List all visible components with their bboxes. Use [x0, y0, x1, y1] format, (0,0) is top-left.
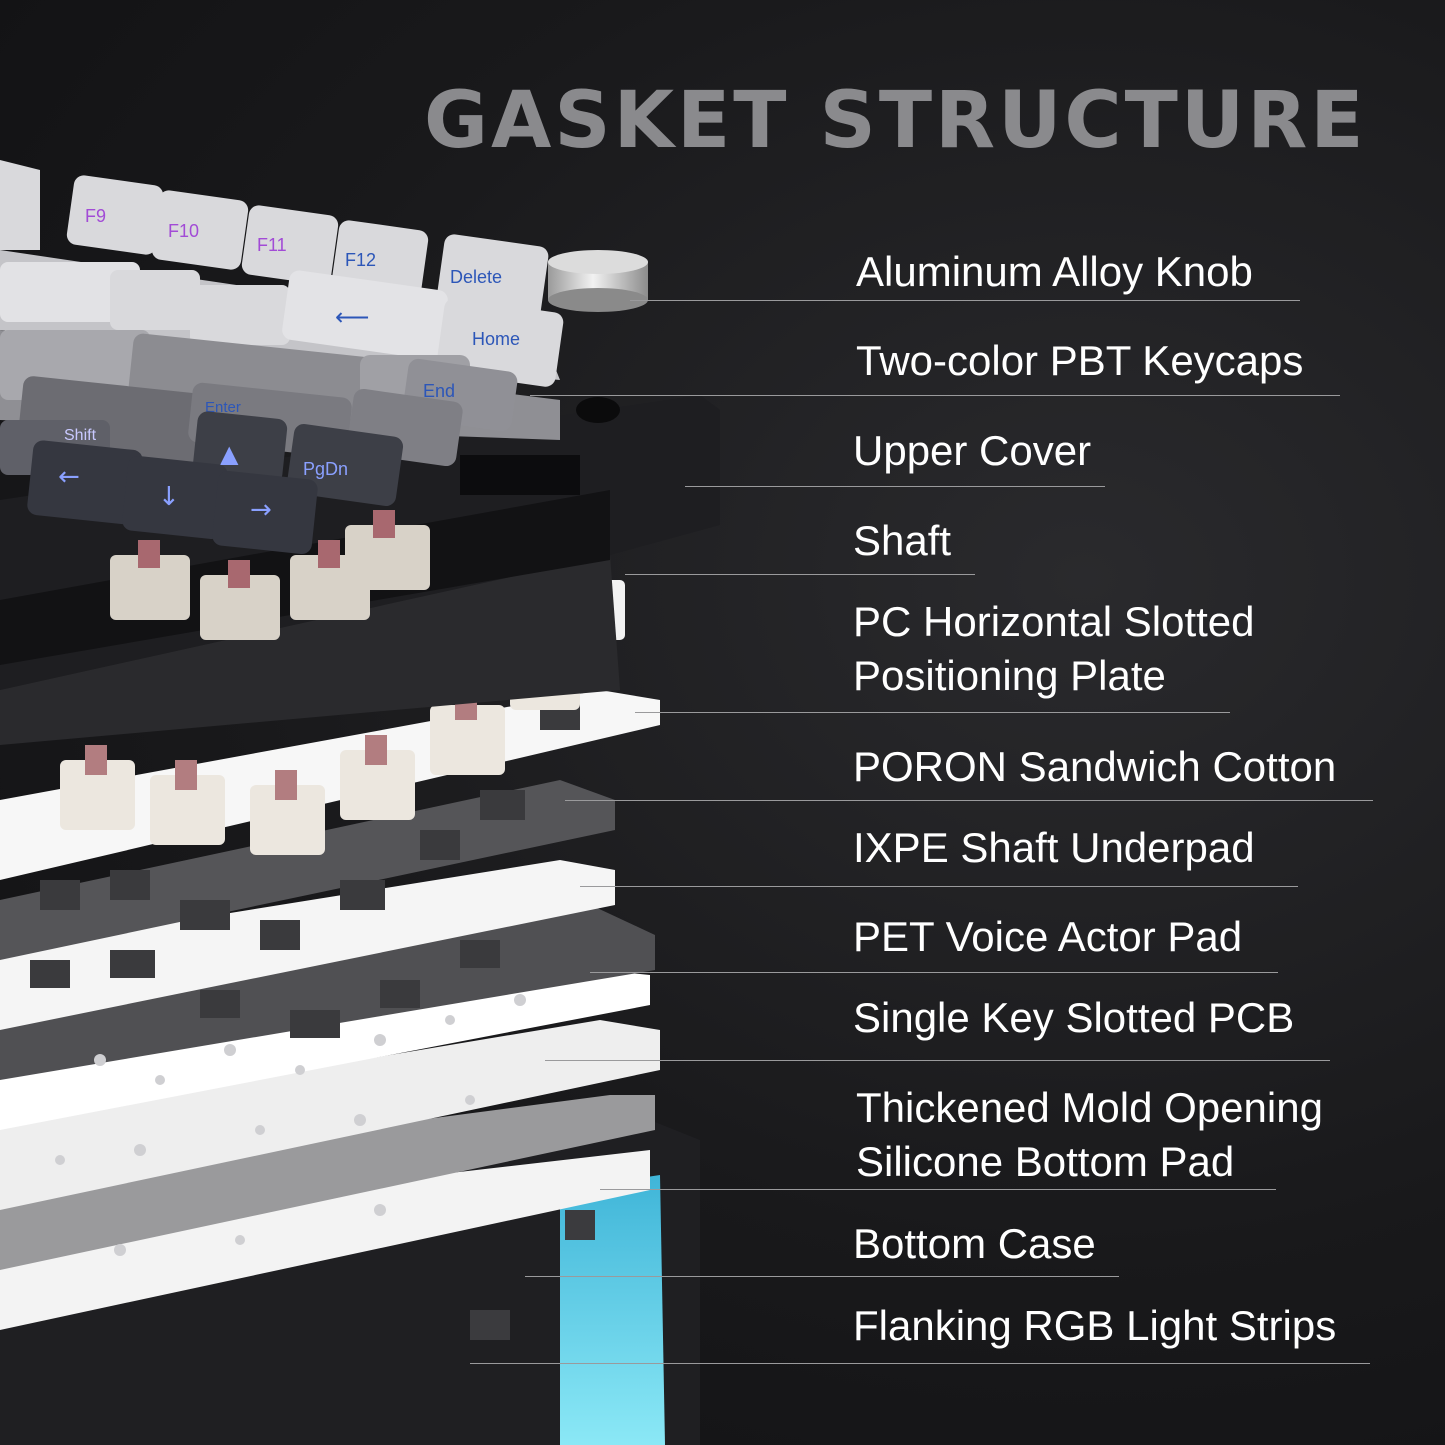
label-text: Silicone Bottom Pad: [856, 1138, 1235, 1185]
leader-line: [545, 1060, 1330, 1061]
label-text: Shaft: [853, 517, 952, 564]
arrow-up-icon: ▲: [220, 440, 239, 468]
leader-line: [625, 574, 975, 575]
keycap-legend: F12: [345, 250, 376, 270]
label-text: PORON Sandwich Cotton: [853, 743, 1337, 790]
upper-switches: [110, 510, 430, 640]
label-text: Single Key Slotted PCB: [853, 994, 1295, 1041]
label-text: Positioning Plate: [853, 652, 1166, 699]
keycap-arrow-left: ←: [27, 440, 143, 525]
plate-holes: [30, 700, 580, 1038]
label-text: Bottom Case: [853, 1220, 1096, 1267]
leader-line: [565, 800, 1373, 801]
label-text: Upper Cover: [853, 427, 1092, 474]
ixpe-pad: [0, 860, 615, 1030]
pcb: [0, 1020, 660, 1210]
keycap-f9: F9: [66, 175, 164, 255]
keycap-legend: Shift: [64, 427, 97, 444]
keycap-legend: F10: [168, 221, 199, 241]
keycap-legend: PgDn: [303, 459, 348, 479]
keycap-arrow-right: →: [212, 470, 318, 555]
arrow-right-icon: →: [250, 495, 272, 525]
rgb-strip: [560, 1175, 665, 1445]
leader-line: [590, 972, 1278, 973]
page-title: GASKET STRUCTURE: [424, 76, 1367, 166]
label-text: PET Voice Actor Pad: [853, 913, 1243, 960]
label-text: Two-color PBT Keycaps: [856, 337, 1304, 384]
keycap-delete: Delete: [436, 234, 549, 321]
label-poron-sandwich-cotton: PORON Sandwich Cotton: [853, 740, 1336, 794]
leader-line: [525, 1276, 1119, 1277]
label-bottom-case: Bottom Case: [853, 1217, 1096, 1271]
label-flanking-rgb-light-strips: Flanking RGB Light Strips: [853, 1299, 1336, 1353]
keycap-legend: End: [423, 381, 455, 401]
keycap-legend: F9: [85, 206, 106, 226]
keycap-f10: F10: [151, 190, 249, 270]
leader-line: [685, 486, 1105, 487]
knob-hole: [576, 397, 620, 423]
keycap-legend: Home: [472, 329, 520, 349]
label-text: Thickened Mold Opening: [856, 1084, 1323, 1131]
pcb-holes: [55, 994, 526, 1256]
label-text: PC Horizontal Slotted: [853, 598, 1255, 645]
keycap-arrow-down: ↓: [122, 455, 228, 540]
keycap-legend: Delete: [450, 267, 502, 287]
leader-line: [530, 395, 1340, 396]
aluminum-knob: [548, 250, 648, 312]
label-pc-positioning-plate: PC Horizontal Slotted Positioning Plate: [853, 595, 1255, 703]
keycap-legend: Enter: [205, 399, 241, 416]
label-ixpe-shaft-underpad: IXPE Shaft Underpad: [853, 821, 1255, 875]
leader-line: [580, 886, 1298, 887]
keycap-f11: F11: [241, 205, 339, 285]
label-shaft: Shaft: [853, 514, 951, 568]
poron-cotton: [0, 780, 615, 960]
label-single-key-slotted-pcb: Single Key Slotted PCB: [853, 991, 1294, 1045]
leader-line: [630, 300, 1300, 301]
label-two-color-pbt-keycaps: Two-color PBT Keycaps: [856, 334, 1303, 388]
label-text: Aluminum Alloy Knob: [856, 248, 1253, 295]
label-text: Flanking RGB Light Strips: [853, 1302, 1337, 1349]
silicone-pad: [0, 1150, 650, 1330]
label-text: IXPE Shaft Underpad: [853, 824, 1255, 871]
keycaps: F9 F10 F11 F12 Delete ⟵ Home End: [0, 160, 564, 555]
arrow-left-icon: ←: [58, 462, 80, 492]
label-aluminum-alloy-knob: Aluminum Alloy Knob: [856, 245, 1253, 299]
label-pet-voice-actor-pad: PET Voice Actor Pad: [853, 910, 1242, 964]
leader-line: [635, 712, 1230, 713]
arrow-down-icon: ↓: [158, 482, 180, 512]
label-silicone-bottom-pad: Thickened Mold Opening Silicone Bottom P…: [856, 1081, 1323, 1189]
leader-line: [470, 1363, 1370, 1364]
label-upper-cover: Upper Cover: [853, 424, 1091, 478]
keycap-legend: F11: [257, 235, 287, 255]
leader-line: [600, 1189, 1276, 1190]
svg-text:⟵: ⟵: [335, 303, 369, 331]
